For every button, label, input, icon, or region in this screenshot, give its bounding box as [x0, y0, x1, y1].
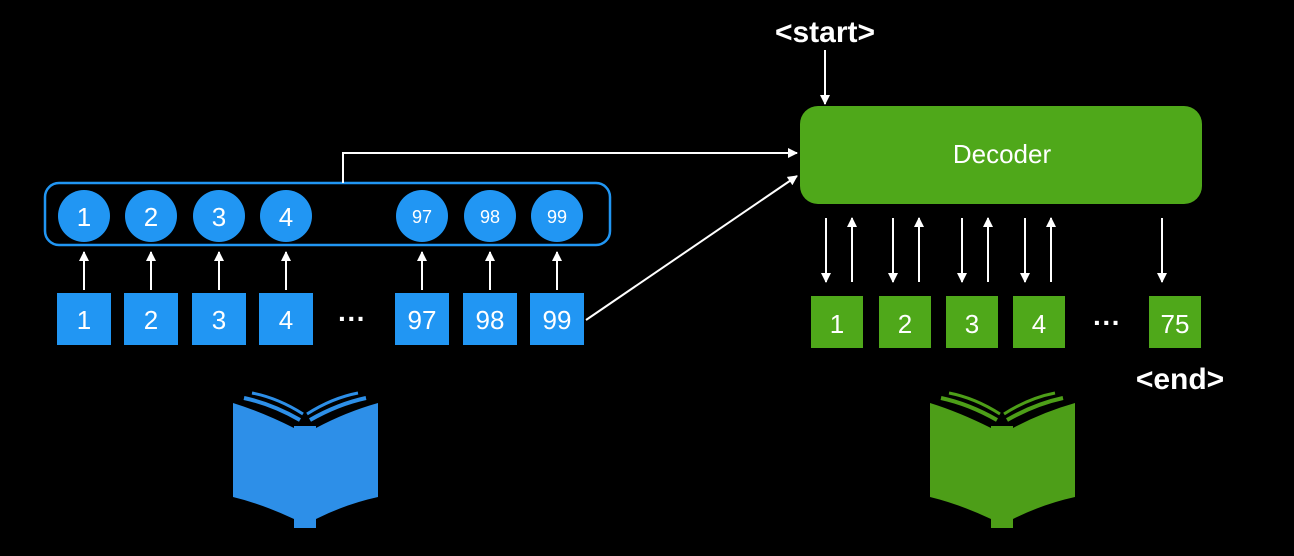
input-token-label: 98 — [476, 305, 505, 335]
hidden-state-label: 1 — [77, 202, 91, 232]
hidden-state-node: 3 — [193, 190, 245, 242]
open-book-icon — [233, 391, 378, 528]
encoder-ellipsis: ··· — [338, 303, 366, 334]
output-token: 75 — [1149, 296, 1201, 348]
start-token-label: <start> — [775, 16, 875, 49]
encoder-up-arrows — [79, 251, 562, 290]
output-token-label: 1 — [830, 309, 844, 339]
hidden-state-node: 99 — [531, 190, 583, 242]
hidden-state-node: 4 — [260, 190, 312, 242]
final-state-arrow — [585, 175, 798, 321]
hidden-state-label: 97 — [412, 207, 432, 227]
end-token-label: <end> — [1136, 363, 1224, 396]
encoder-hidden-states: 1 2 3 4 97 98 99 — [58, 190, 583, 242]
output-token: 3 — [946, 296, 998, 348]
hidden-state-label: 3 — [212, 202, 226, 232]
decoder-arrows — [821, 217, 1167, 283]
output-token-label: 4 — [1032, 309, 1046, 339]
input-token: 3 — [192, 293, 246, 345]
hidden-state-node: 98 — [464, 190, 516, 242]
hidden-state-node: 1 — [58, 190, 110, 242]
decoder-ellipsis: ··· — [1093, 307, 1121, 338]
hidden-state-label: 4 — [279, 202, 293, 232]
context-arrow — [342, 148, 798, 183]
input-token: 1 — [57, 293, 111, 345]
input-token: 99 — [530, 293, 584, 345]
decoder-output-tokens: 1 2 3 4 ··· 75 — [811, 296, 1201, 348]
input-token-label: 97 — [408, 305, 437, 335]
encoder-hidden-container — [43, 181, 612, 247]
output-token: 1 — [811, 296, 863, 348]
decoder-label: Decoder — [953, 139, 1052, 169]
hidden-state-label: 98 — [480, 207, 500, 227]
output-token-label: 2 — [898, 309, 912, 339]
hidden-state-node: 2 — [125, 190, 177, 242]
open-book-icon — [930, 391, 1075, 528]
input-token: 97 — [395, 293, 449, 345]
input-token-label: 99 — [543, 305, 572, 335]
input-token-label: 2 — [144, 305, 158, 335]
output-token: 2 — [879, 296, 931, 348]
input-token: 98 — [463, 293, 517, 345]
hidden-state-node: 97 — [396, 190, 448, 242]
decoder-box — [800, 106, 1202, 204]
input-token-label: 1 — [77, 305, 91, 335]
input-token-label: 3 — [212, 305, 226, 335]
input-token-label: 4 — [279, 305, 293, 335]
encoder-input-tokens: 1 2 3 4 ··· 97 98 99 — [57, 293, 584, 345]
input-token: 2 — [124, 293, 178, 345]
input-token: 4 — [259, 293, 313, 345]
output-token-label: 75 — [1161, 309, 1190, 339]
hidden-state-label: 99 — [547, 207, 567, 227]
output-token: 4 — [1013, 296, 1065, 348]
output-token-label: 3 — [965, 309, 979, 339]
hidden-state-label: 2 — [144, 202, 158, 232]
